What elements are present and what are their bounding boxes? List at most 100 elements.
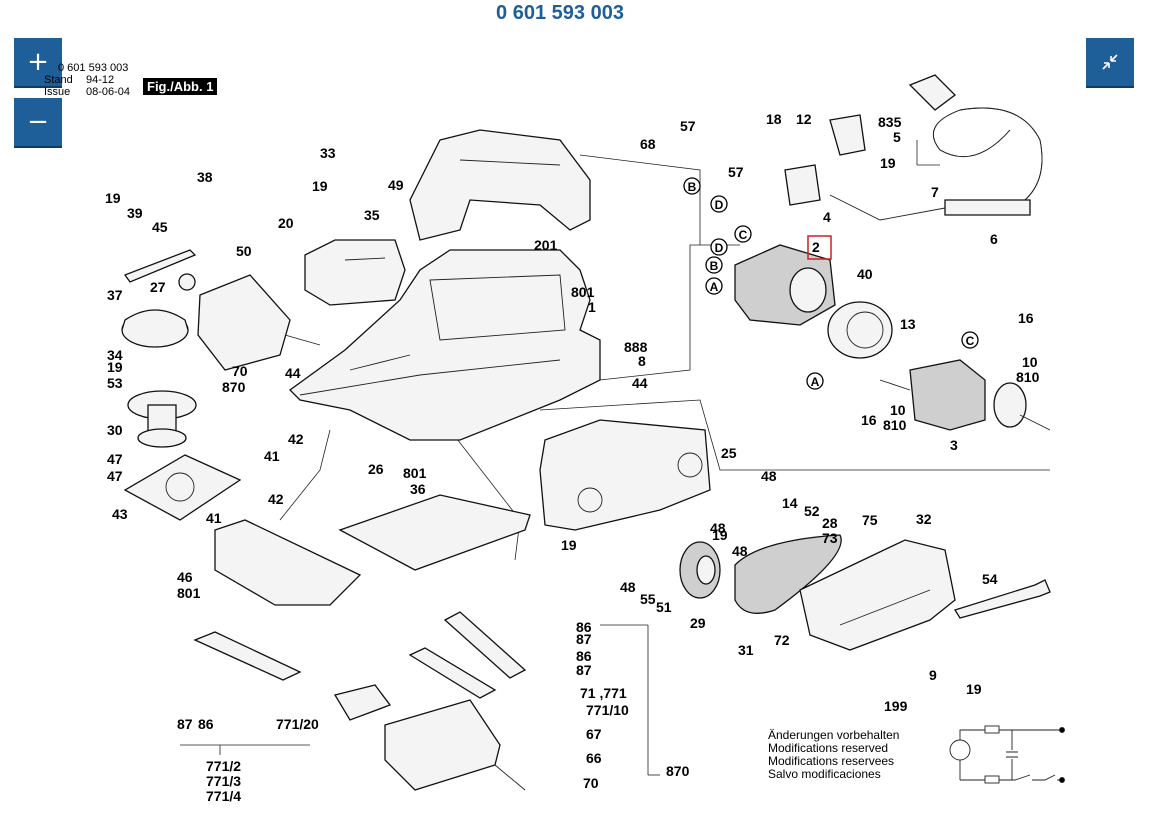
circle-marker-a: A — [705, 277, 723, 295]
ring-part — [827, 301, 893, 359]
blade-holder-part — [408, 647, 497, 699]
part-label-870: 870 — [666, 763, 690, 779]
part-label-801: 801 — [571, 284, 595, 300]
svg-text:A: A — [811, 375, 820, 389]
plus-icon: + — [27, 47, 49, 77]
cover-part — [304, 239, 406, 306]
part-label-87: 87 — [177, 716, 193, 732]
collapse-button[interactable] — [1086, 38, 1134, 86]
part-label-87: 87 — [576, 631, 592, 647]
part-label-3: 3 — [950, 437, 958, 453]
part-label-66: 66 — [586, 750, 602, 766]
meta-issue-key: Issue — [44, 86, 71, 98]
figure-label: Fig./Abb. 1 — [143, 78, 218, 95]
part-label-18: 18 — [766, 111, 782, 127]
part-label-44: 44 — [632, 375, 648, 391]
circle-marker-d: D — [710, 195, 728, 213]
page-title: 0 601 593 003 — [496, 2, 624, 24]
part-label-48: 48 — [710, 520, 726, 536]
part-label-801: 801 — [403, 465, 427, 481]
part-label-47: 47 — [107, 451, 123, 467]
cord-part — [829, 74, 1043, 221]
part-label-50: 50 — [236, 243, 252, 259]
part-label-19: 19 — [105, 190, 121, 206]
switch-body-part — [784, 164, 821, 206]
part-label-37: 37 — [107, 287, 123, 303]
svg-text:D: D — [715, 198, 724, 212]
part-label-53: 53 — [107, 375, 123, 391]
part-label-1: 1 — [588, 299, 596, 315]
stator-part — [734, 244, 836, 326]
part-label-42: 42 — [288, 431, 304, 447]
belt-cover-part — [799, 539, 956, 651]
part-label-86: 86 — [576, 619, 592, 635]
note-line-en: Modifications reserved — [768, 741, 889, 755]
circuit-schematic — [949, 725, 1065, 784]
part-label-43: 43 — [112, 506, 128, 522]
part-label-19: 19 — [561, 537, 577, 553]
circle-marker-c: C — [961, 331, 979, 349]
part-label-87: 87 — [576, 662, 592, 678]
part-label-870: 870 — [222, 379, 246, 395]
part-label-20: 20 — [278, 215, 294, 231]
svg-text:D: D — [715, 241, 724, 255]
part-label-52: 52 — [804, 503, 820, 519]
part-label-35: 35 — [364, 207, 380, 223]
part-label-73: 73 — [822, 530, 838, 546]
part-label-39: 39 — [127, 205, 143, 221]
circle-marker-b: B — [705, 256, 723, 274]
blade-part — [443, 611, 527, 679]
part-label-16: 16 — [1018, 310, 1034, 326]
part-label-47: 47 — [107, 468, 123, 484]
part-label-75: 75 — [862, 512, 878, 528]
svg-text:B: B — [710, 259, 719, 273]
svg-text:C: C — [739, 228, 748, 242]
base-plate-part — [338, 494, 531, 571]
part-label-40: 40 — [857, 266, 873, 282]
part-label-48: 48 — [761, 468, 777, 484]
part-label-42: 42 — [268, 491, 284, 507]
part-label-57: 57 — [680, 118, 696, 134]
part-label-14: 14 — [782, 495, 798, 511]
part-label-19: 19 — [312, 178, 328, 194]
part-label-71-771: 71 ,771 — [580, 685, 627, 701]
part-label-10: 10 — [890, 402, 906, 418]
part-label-810: 810 — [883, 417, 907, 433]
part-label-86: 86 — [198, 716, 214, 732]
part-label-771-20: 771/20 — [276, 716, 319, 732]
part-label-54: 54 — [982, 571, 998, 587]
part-label-2: 2 — [812, 239, 820, 255]
part-label-19: 19 — [107, 359, 123, 375]
part-label-72: 72 — [774, 632, 790, 648]
part-label-8: 8 — [638, 353, 646, 369]
zoom-in-button[interactable]: + — [14, 38, 62, 86]
part-label-771-10: 771/10 — [586, 702, 629, 718]
part-label-771-2: 771/2 — [206, 758, 241, 774]
part-label-30: 30 — [107, 422, 123, 438]
part-label-48: 48 — [620, 579, 636, 595]
meta-number: 0 601 593 003 — [58, 62, 129, 74]
part-label-13: 13 — [900, 316, 916, 332]
part-label-68: 68 — [640, 136, 656, 152]
note-line-es: Salvo modificaciones — [768, 767, 881, 781]
part-label-16: 16 — [861, 412, 877, 428]
part-label-36: 36 — [410, 481, 426, 497]
part-label-201: 201 — [534, 237, 558, 253]
part-2-highlight — [807, 235, 832, 260]
circle-marker-d: D — [710, 238, 728, 256]
part-label-57: 57 — [728, 164, 744, 180]
shoe-part — [214, 519, 362, 606]
part-label-5: 5 — [893, 129, 901, 145]
zoom-out-button[interactable]: − — [14, 98, 62, 146]
circle-marker-c: C — [734, 225, 752, 243]
spanner-part — [954, 579, 1051, 619]
part-label-70: 70 — [583, 775, 599, 791]
part-label-48: 48 — [732, 543, 748, 559]
gauge-part — [193, 631, 302, 681]
part-label-46: 46 — [177, 569, 193, 585]
minus-icon: − — [27, 107, 49, 137]
part-label-801: 801 — [177, 585, 201, 601]
note-line-fr: Modifications reservees — [768, 754, 895, 768]
part-label-31: 31 — [738, 642, 754, 658]
cutter-block-part — [333, 684, 526, 791]
